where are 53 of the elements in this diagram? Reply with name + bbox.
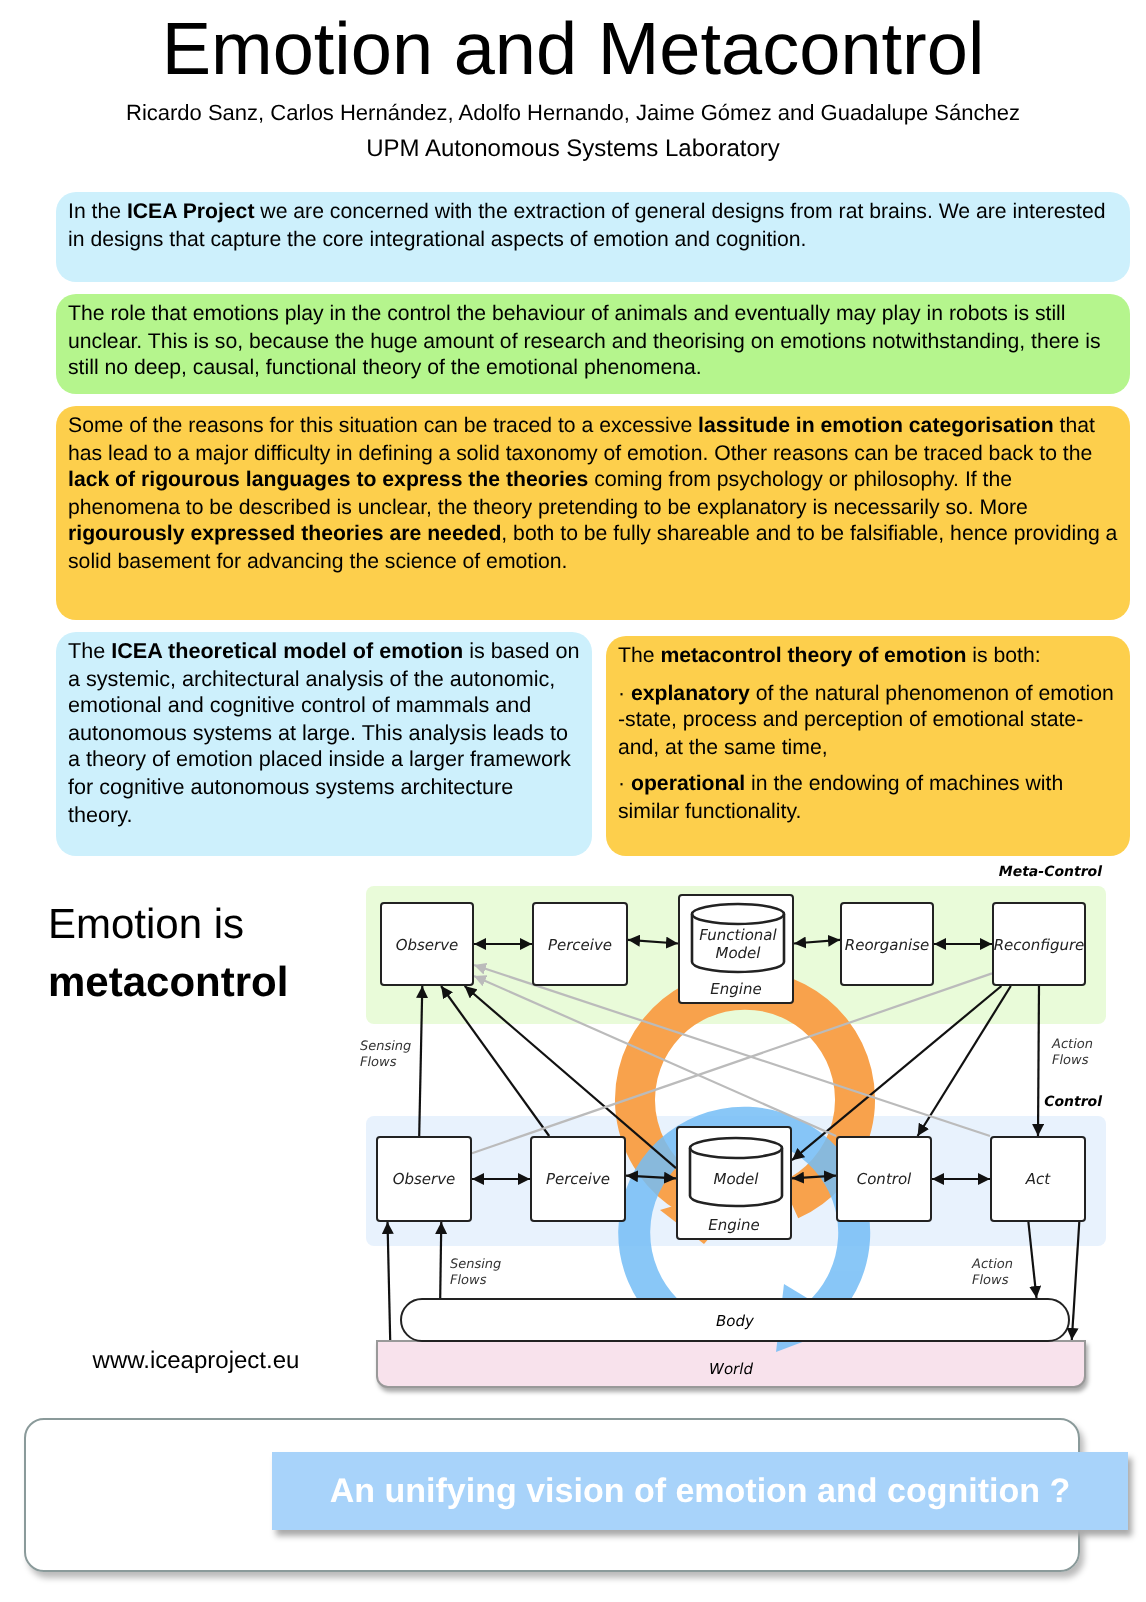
poster-title: Emotion and Metacontrol (159, 8, 987, 92)
process-box (836, 1136, 932, 1222)
reasons-panel (56, 406, 1130, 620)
model-cylinder (690, 902, 786, 974)
process-box (380, 902, 474, 986)
arrow (625, 1170, 677, 1184)
slogan-text: An unifying vision of emotion and cognition ? (329, 1471, 1071, 1511)
paragraph: The ICEA theoretical model of emotion is based on a systemic, architectural analysis of the autonomic, emotional and cognitive control of mammals and autonomous systems at large. This analysis leads to a theory of emotion placed inside a larger framework for cognitive autonomous systems architecture theory. (68, 640, 580, 831)
arrow (793, 934, 841, 949)
arrow (416, 985, 429, 1137)
arrow (934, 938, 992, 950)
process-box (532, 902, 628, 986)
arrow (440, 985, 551, 1137)
arrow (381, 1221, 394, 1341)
paragraph: Some of the reasons for this situation can be traced to a excessive lassitude in emotion categorisation that has lead to a major difficulty in defining a solid taxonomy of emotion. Other reasons can be traced back to the lack of rigourous languages to express the theories coming from psychology or philosophy. If the phenomena to be described is unclear, the theory pretending to be explanatory is necessarily so. More rigourously expressed theories are needed, both to be fully shareable and to be falsifiable, hence providing a solid basement for advancing the science of emotion. (68, 414, 1118, 578)
intro-panel (56, 192, 1130, 282)
theory-panel (606, 636, 1130, 856)
arrow (1032, 986, 1045, 1136)
paragraph: In the ICEA Project we are concerned with the extraction of general designs from rat brains. We are interested in designs that capture the core integrational aspects of emotion and cognition. (68, 200, 1108, 255)
lab-name: UPM Autonomous Systems Laboratory (364, 132, 782, 164)
process-box (376, 1136, 472, 1222)
arrow (627, 934, 679, 949)
author-list: Ricardo Sanz, Carlos Hernández, Adolfo Hernando, Jaime Gómez and Guadalupe Sánchez (0, 100, 1146, 128)
headline-text: Emotion is (48, 900, 247, 952)
engine-box (678, 894, 794, 1004)
arrow (916, 985, 1012, 1137)
paragraph: The role that emotions play in the control the behaviour of animals and eventually may play in robots is still unclear. This is so, because the huge amount of research and theorising on emotions notwithstanding, there is still no deep, causal, functional theory of the emotional phenomena. (68, 302, 1103, 384)
arrow (473, 974, 837, 1137)
model-panel (56, 632, 592, 856)
arrow (791, 1170, 837, 1184)
paragraph: · explanatory of the natural phenomenon of emotion -state, process and perception of emotional state- and, at the same time, (618, 681, 1116, 763)
process-box (530, 1136, 626, 1222)
headline-text: metacontrol (48, 958, 291, 1010)
arrow (791, 985, 1003, 1162)
web-address: www.iceaproject.eu (90, 1344, 302, 1376)
world-bar (376, 1340, 1086, 1388)
arrow (474, 938, 532, 950)
arrow (472, 1173, 530, 1185)
arrow (1066, 1221, 1081, 1341)
arrow (932, 1173, 990, 1185)
body-bar (400, 1298, 1070, 1342)
arrow (1027, 1221, 1042, 1299)
arrow (463, 985, 677, 1169)
problem-panel (56, 294, 1130, 394)
engine-box (676, 1126, 792, 1240)
paragraph: The metacontrol theory of emotion is both: (618, 644, 1043, 672)
process-box (840, 902, 934, 986)
paragraph: · operational in the endowing of machines with similar functionality. (618, 772, 1066, 828)
arrow (435, 1222, 448, 1298)
process-box (992, 902, 1086, 986)
process-box (990, 1136, 1086, 1222)
slogan-banner (272, 1452, 1128, 1530)
model-cylinder (688, 1136, 784, 1208)
